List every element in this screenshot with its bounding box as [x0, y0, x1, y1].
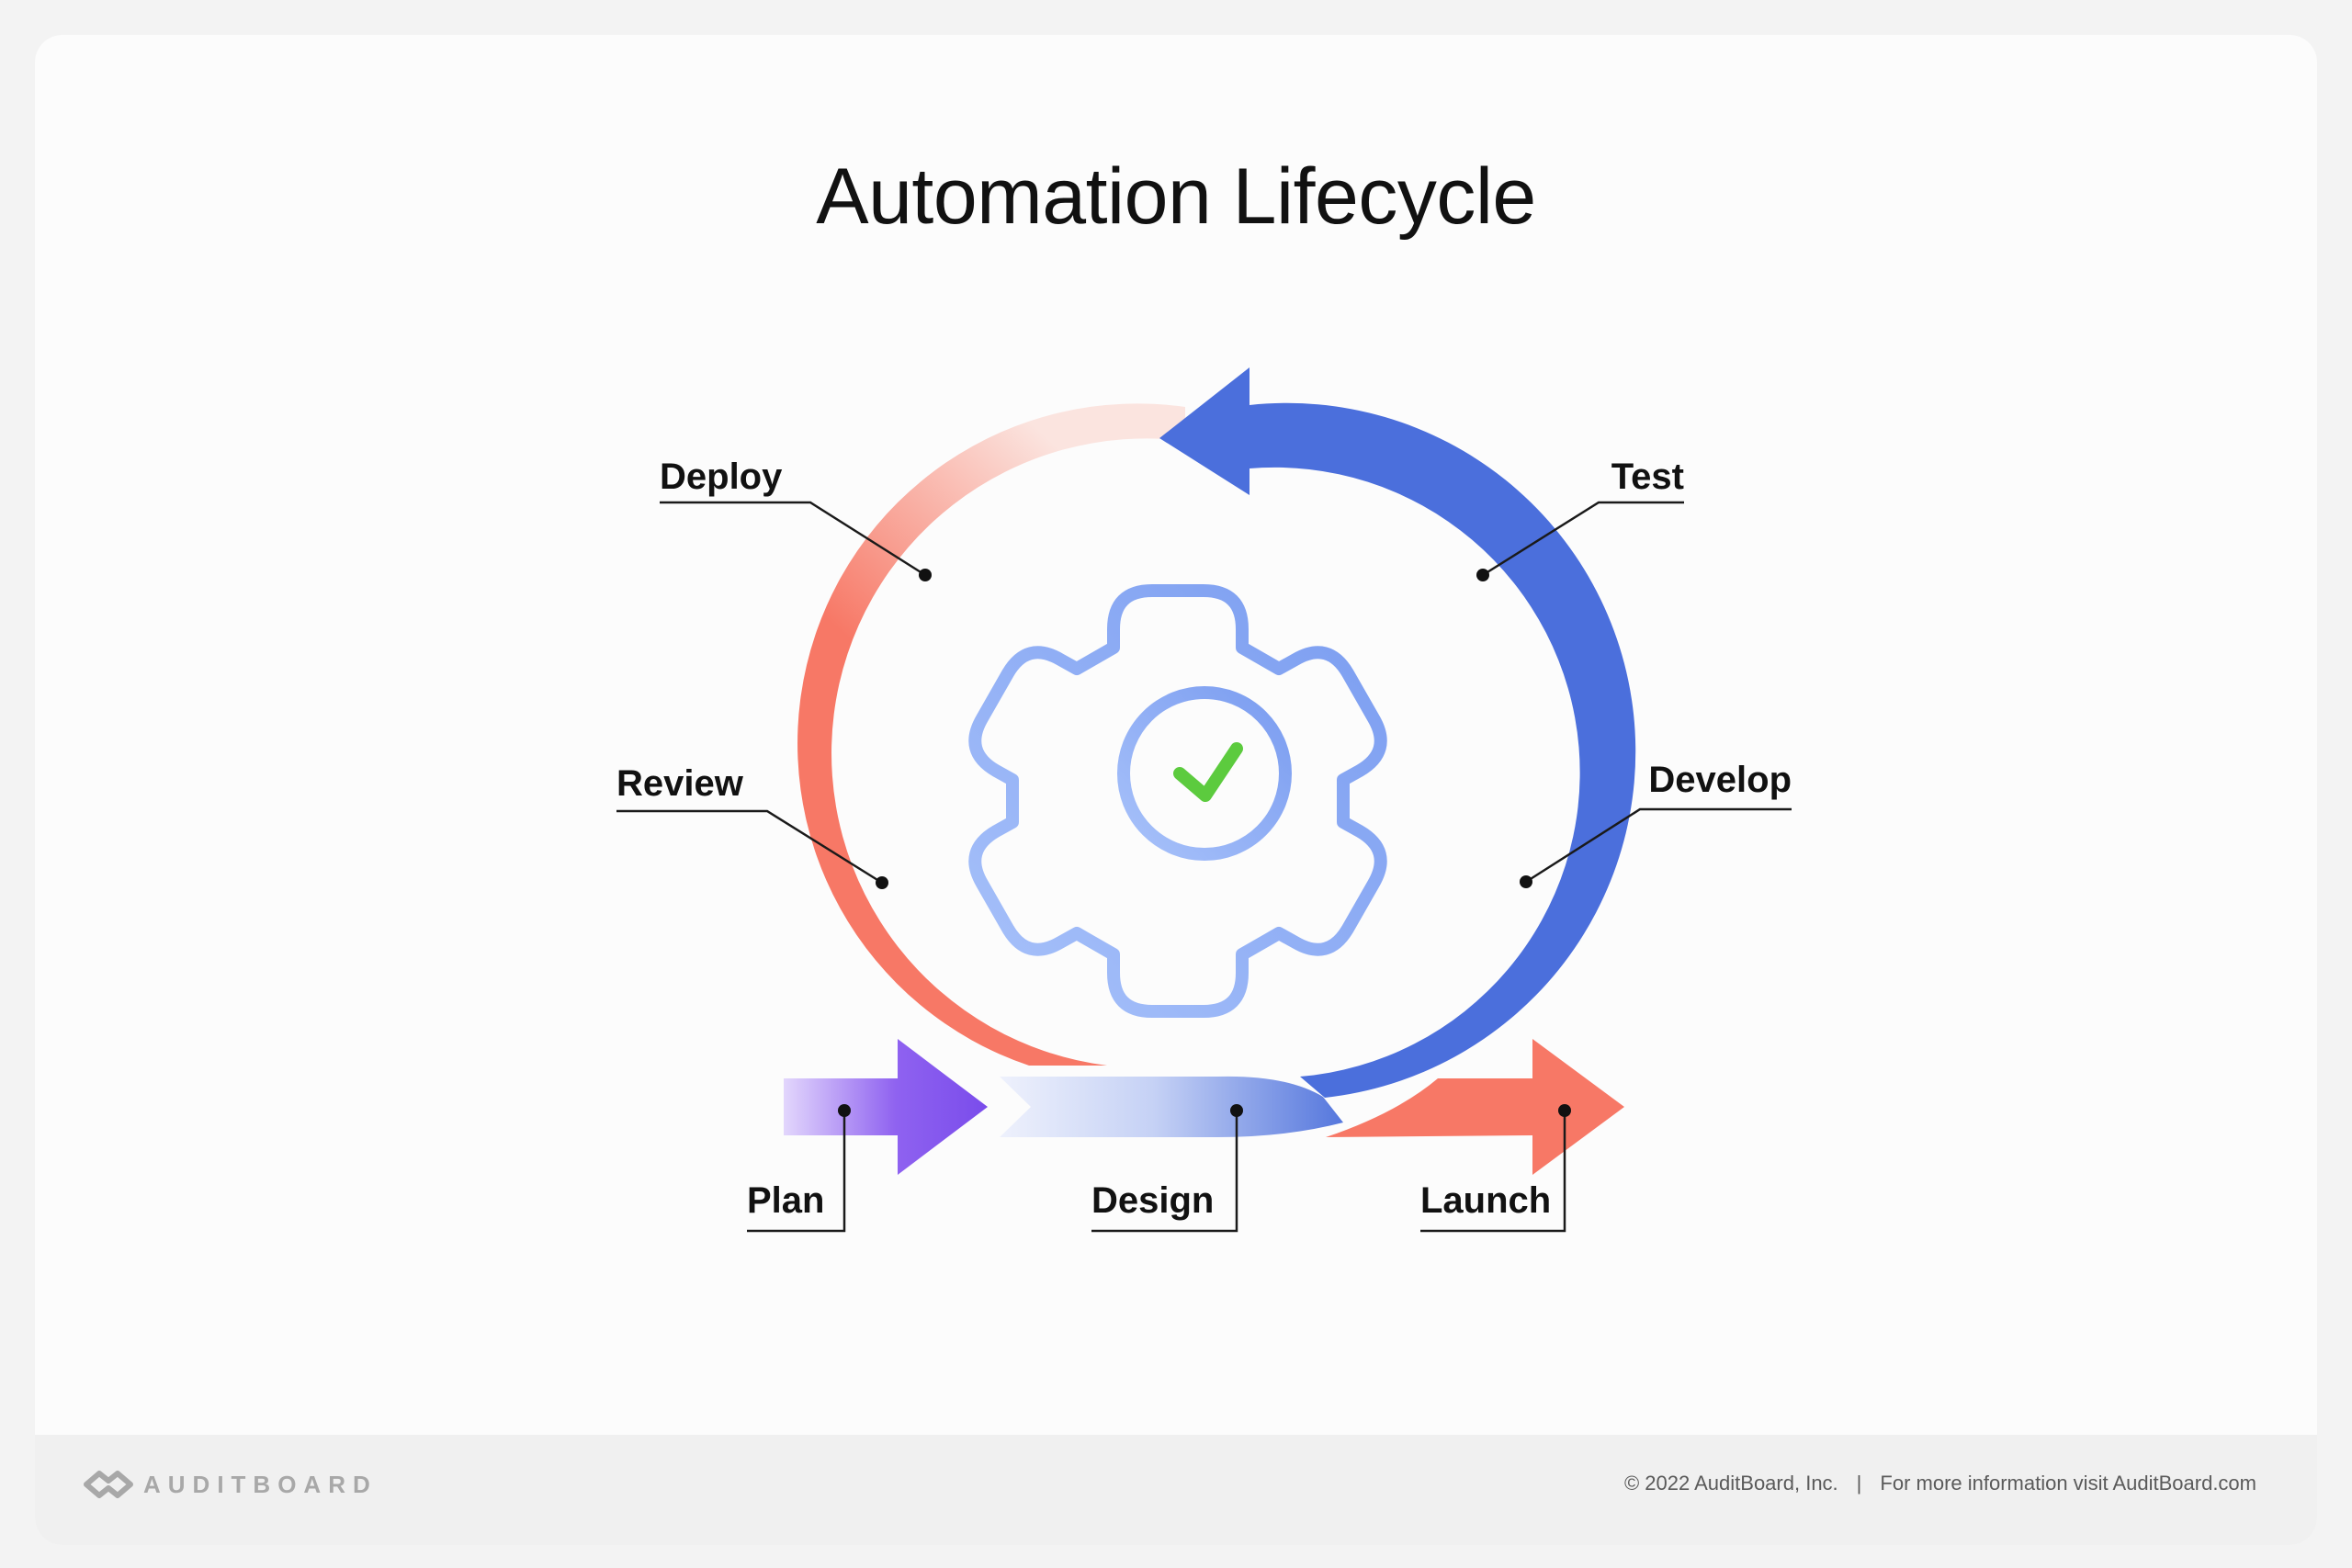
gear-icon: [968, 584, 1387, 1018]
check-icon: [1173, 742, 1243, 802]
plan-dot: [838, 1104, 851, 1117]
brand-logo: AUDITBOARD: [83, 1466, 378, 1503]
brand-name: AUDITBOARD: [143, 1470, 378, 1498]
stage-label-launch: Launch: [1420, 1180, 1551, 1221]
more-info-link[interactable]: For more information visit AuditBoard.co…: [1880, 1472, 2256, 1495]
stage-label-develop: Develop: [1648, 760, 1792, 800]
footer: AUDITBOARD © 2022 AuditBoard, Inc. | For…: [35, 1435, 2317, 1545]
plan-arrow: [784, 1039, 988, 1175]
stage-label-design: Design: [1091, 1180, 1214, 1221]
callout-dots: [838, 569, 1571, 1117]
develop-leader-line: [1525, 807, 1792, 884]
auditboard-logo-icon: [84, 1471, 133, 1498]
diagram-card: [35, 35, 2317, 1545]
launch-leader-line: [1420, 1111, 1566, 1233]
copyright-text: © 2022 AuditBoard, Inc.: [1623, 1472, 1838, 1495]
develop-dot: [1520, 875, 1532, 888]
launch-arrow: [1326, 1039, 1624, 1175]
plan-leader-line: [747, 1111, 846, 1233]
stage-label-plan: Plan: [747, 1180, 824, 1221]
launch-dot: [1558, 1104, 1571, 1117]
callout-lines: [616, 501, 1792, 1233]
design-band: [1000, 1076, 1343, 1137]
deploy-dot: [919, 569, 932, 581]
design-leader-line: [1091, 1111, 1238, 1233]
footer-text: © 2022 AuditBoard, Inc. | For more infor…: [1624, 1472, 2256, 1495]
deploy-leader-line: [660, 501, 926, 577]
footer-separator: |: [1856, 1472, 1862, 1495]
stage-label-deploy: Deploy: [660, 457, 783, 497]
test-dot: [1476, 569, 1489, 581]
test-leader-line: [1482, 501, 1684, 577]
stage-label-review: Review: [616, 763, 744, 804]
develop-test-arc: [1159, 367, 1636, 1098]
design-dot: [1230, 1104, 1243, 1117]
page-title: Automation Lifecycle: [816, 152, 1536, 241]
review-leader-line: [616, 809, 883, 885]
review-dot: [876, 876, 888, 889]
stage-label-test: Test: [1611, 457, 1684, 497]
